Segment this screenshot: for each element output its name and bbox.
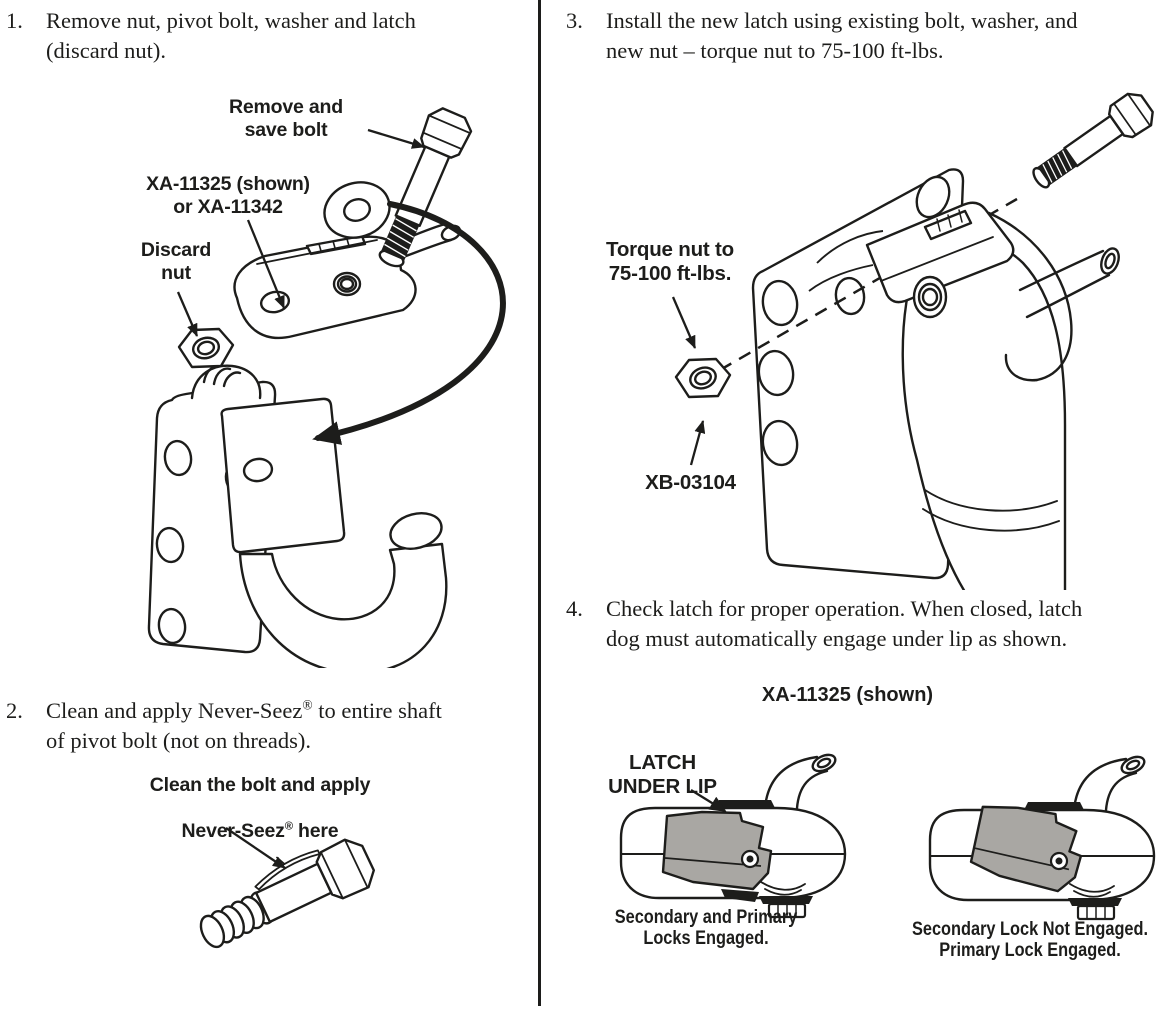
discard-nut-part bbox=[177, 327, 235, 369]
remove-bolt-label: Remove and save bolt bbox=[229, 96, 343, 141]
step-2: 2. Clean and apply Never-Seez® to entire… bbox=[6, 696, 526, 755]
existing-bolt bbox=[1032, 92, 1154, 189]
lock-not-engaged-drawing bbox=[928, 752, 1156, 921]
latch-under-lip-label: LATCH UNDER LIP bbox=[608, 751, 717, 798]
step-2-bolt-diagram: Clean the bolt and apply Never-Seez® her… bbox=[130, 768, 525, 1018]
column-divider bbox=[538, 0, 541, 1006]
torque-arrow-icon bbox=[671, 296, 697, 349]
registered-mark: ® bbox=[284, 820, 293, 833]
lock-not-engaged-caption: Secondary Lock Not Engaged. Primary Lock… bbox=[911, 919, 1149, 962]
step-4: 4. Check latch for proper operation. Whe… bbox=[566, 594, 1166, 653]
registered-mark: ® bbox=[302, 697, 313, 713]
discard-nut-arrow-icon bbox=[176, 291, 199, 337]
step-1-text: Remove nut, pivot bolt, washer and latch… bbox=[46, 8, 416, 63]
latch-assembly-part bbox=[233, 222, 462, 340]
latch-dog-engaged bbox=[661, 810, 773, 902]
torque-label: Torque nut to 75-100 ft-lbs. bbox=[606, 238, 734, 285]
clean-bolt-label: Clean the bolt and apply Never-Seez® her… bbox=[149, 774, 371, 842]
new-nut-part bbox=[674, 357, 732, 399]
part-number-arrow-icon bbox=[689, 420, 706, 466]
step-3-number: 3. bbox=[566, 8, 583, 33]
step-2-text: Clean and apply Never-Seez® to entire sh… bbox=[46, 697, 442, 753]
curved-motion-arrow-icon bbox=[312, 201, 506, 445]
pivot-bolt-part bbox=[378, 107, 473, 268]
part-number-arrow-icon bbox=[246, 219, 286, 309]
step-4-locks-engaged-diagram: LATCH UNDER LIP Secondary and Primary Lo… bbox=[575, 712, 875, 977]
step-2-number: 2. bbox=[6, 698, 23, 723]
remove-bolt-arrow-icon bbox=[367, 128, 425, 149]
pivot-bolt-illustration bbox=[199, 838, 375, 949]
bolt-cleaning-drawing bbox=[199, 827, 375, 949]
step-3: 3. Install the new latch using existing … bbox=[566, 6, 1166, 65]
part-number-label: XB-03104 bbox=[645, 471, 736, 494]
apply-here-arrow-icon bbox=[225, 827, 286, 869]
hook-head bbox=[865, 201, 1120, 590]
step-3-text: Install the new latch using existing bol… bbox=[606, 8, 1078, 63]
part-numbers-label: XA-11325 (shown) or XA-11342 bbox=[146, 173, 310, 218]
step-1-number: 1. bbox=[6, 8, 23, 33]
locks-engaged-drawing bbox=[619, 753, 847, 919]
washer-part bbox=[323, 181, 391, 239]
discard-nut-label: Discard nut bbox=[140, 239, 212, 284]
latch-dog-not-engaged bbox=[969, 805, 1083, 893]
step-1: 1. Remove nut, pivot bolt, washer and la… bbox=[6, 6, 526, 65]
step-4-lock-not-engaged-diagram: Secondary Lock Not Engaged. Primary Lock… bbox=[872, 722, 1170, 987]
step-3-install-diagram: Torque nut to 75-100 ft-lbs. XB-03104 bbox=[565, 85, 1170, 590]
locks-engaged-caption: Secondary and Primary Locks Engaged. bbox=[614, 907, 798, 950]
step-4-text: Check latch for proper operation. When c… bbox=[606, 596, 1083, 651]
step-4-diagram-title: XA-11325 (shown) bbox=[761, 684, 934, 706]
latch-under-lip-arrow-icon bbox=[690, 789, 727, 813]
step-1-exploded-view-diagram: Remove and save bolt XA-11325 (shown) or… bbox=[118, 86, 542, 668]
install-latch-drawing bbox=[671, 92, 1154, 590]
step-4-number: 4. bbox=[566, 596, 583, 621]
exploded-view-drawing bbox=[147, 107, 506, 668]
